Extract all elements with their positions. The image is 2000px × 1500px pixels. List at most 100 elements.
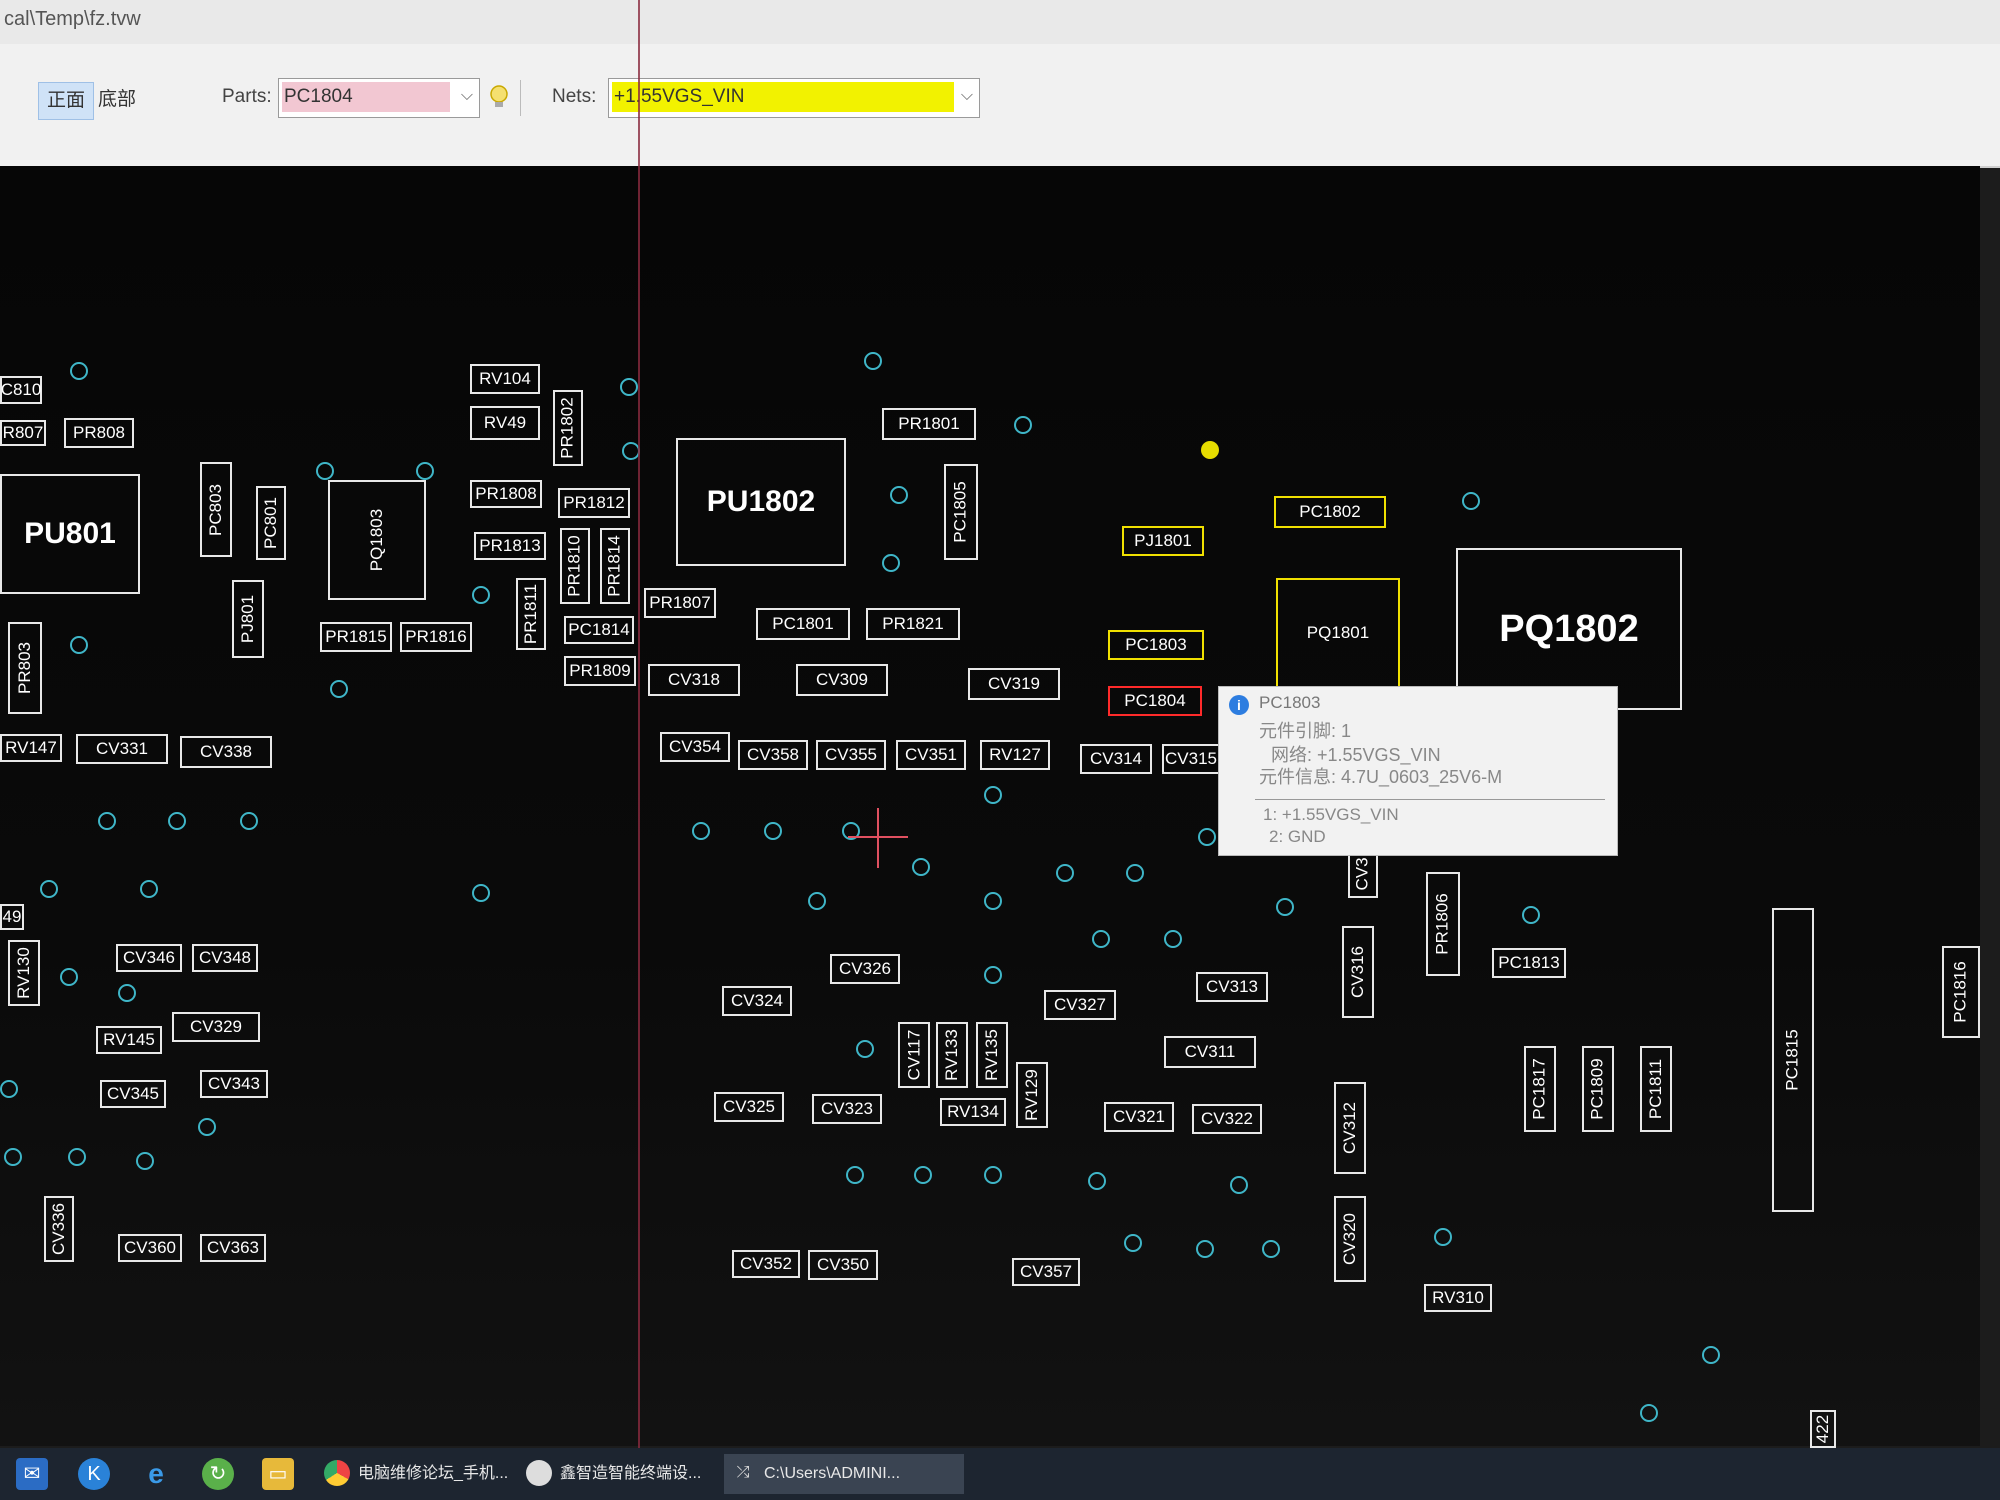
- component-cv348[interactable]: CV348: [192, 944, 258, 972]
- component-cv329[interactable]: CV329: [172, 1012, 260, 1042]
- parts-combobox[interactable]: PC1804 ⌵: [278, 78, 480, 118]
- component-rv130[interactable]: RV130: [8, 940, 40, 1006]
- component-cv309[interactable]: CV309: [796, 664, 888, 696]
- component-cv320[interactable]: CV320: [1334, 1196, 1366, 1282]
- component-pu801[interactable]: PU801: [0, 474, 140, 594]
- component-cv315[interactable]: CV315: [1162, 744, 1220, 774]
- component-pc1802[interactable]: PC1802: [1274, 496, 1386, 528]
- component-pc1809[interactable]: PC1809: [1582, 1046, 1614, 1132]
- component-r807[interactable]: R807: [0, 420, 46, 446]
- taskbar-item-explorer[interactable]: ⤮ C:\Users\ADMINI...: [724, 1454, 964, 1494]
- component-rv127[interactable]: RV127: [980, 740, 1050, 770]
- component-pr1814[interactable]: PR1814: [600, 528, 630, 604]
- component-cv324[interactable]: CV324: [722, 986, 792, 1016]
- component-pc1803[interactable]: PC1803: [1108, 630, 1204, 660]
- component-49[interactable]: 49: [0, 904, 24, 930]
- component-rv145[interactable]: RV145: [96, 1026, 162, 1054]
- component-cv117[interactable]: CV117: [898, 1022, 930, 1088]
- component-cv319[interactable]: CV319: [968, 668, 1060, 700]
- component-pc1815[interactable]: PC1815: [1772, 908, 1814, 1212]
- component-cv360[interactable]: CV360: [118, 1234, 182, 1262]
- component-pr1815[interactable]: PR1815: [320, 622, 392, 652]
- component-pc803[interactable]: PC803: [200, 462, 232, 557]
- pcb-canvas[interactable]: [0, 166, 1980, 1446]
- component-pq1801[interactable]: PQ1801: [1276, 578, 1400, 688]
- component-c810[interactable]: C810: [0, 376, 42, 404]
- component-cv325[interactable]: CV325: [714, 1092, 784, 1122]
- component-pc801[interactable]: PC801: [256, 486, 286, 560]
- component-rv129[interactable]: RV129: [1016, 1062, 1048, 1128]
- component-cv336[interactable]: CV336: [44, 1196, 74, 1262]
- component-cv326[interactable]: CV326: [830, 954, 900, 984]
- component-rv147[interactable]: RV147: [0, 734, 62, 762]
- chevron-down-icon[interactable]: ⌵: [960, 87, 973, 104]
- component-rv104[interactable]: RV104: [470, 364, 540, 394]
- component-cv345[interactable]: CV345: [100, 1080, 166, 1108]
- mail-icon[interactable]: ✉: [16, 1458, 48, 1490]
- component-cv3[interactable]: CV3: [1348, 850, 1378, 898]
- component-pr803[interactable]: PR803: [8, 622, 42, 714]
- component-rv49[interactable]: RV49: [470, 406, 540, 440]
- taskbar-item-terminal[interactable]: 鑫智造智能终端设...: [520, 1454, 750, 1494]
- component-pq1803[interactable]: PQ1803: [328, 480, 426, 600]
- component-pj801[interactable]: PJ801: [232, 580, 264, 658]
- component-cv357[interactable]: CV357: [1012, 1258, 1080, 1286]
- component-422[interactable]: 422: [1810, 1410, 1836, 1448]
- component-pc1801[interactable]: PC1801: [756, 608, 850, 640]
- component-pr1821[interactable]: PR1821: [866, 608, 960, 640]
- component-cv321[interactable]: CV321: [1104, 1102, 1174, 1132]
- component-rv135[interactable]: RV135: [976, 1022, 1008, 1088]
- component-cv312[interactable]: CV312: [1334, 1082, 1366, 1174]
- taskbar-item-chrome[interactable]: 电脑维修论坛_手机...: [318, 1454, 548, 1494]
- component-pr1806[interactable]: PR1806: [1426, 872, 1460, 976]
- component-cv358[interactable]: CV358: [738, 740, 808, 770]
- edge-icon[interactable]: e: [148, 1458, 164, 1489]
- browser-360-icon[interactable]: ↻: [202, 1458, 234, 1490]
- component-cv351[interactable]: CV351: [896, 740, 966, 770]
- component-cv311[interactable]: CV311: [1164, 1036, 1256, 1068]
- component-pr1811[interactable]: PR1811: [516, 578, 546, 650]
- component-pr1807[interactable]: PR1807: [644, 588, 716, 618]
- component-cv338[interactable]: CV338: [180, 736, 272, 768]
- component-pr1813[interactable]: PR1813: [474, 532, 546, 560]
- component-pr1802[interactable]: PR1802: [553, 390, 583, 466]
- component-pr1810[interactable]: PR1810: [560, 528, 590, 604]
- component-pr1816[interactable]: PR1816: [400, 622, 472, 652]
- component-pr1809[interactable]: PR1809: [564, 656, 636, 686]
- component-cv318[interactable]: CV318: [648, 664, 740, 696]
- chevron-down-icon[interactable]: ⌵: [460, 87, 473, 104]
- component-rv134[interactable]: RV134: [940, 1098, 1006, 1126]
- folder-icon[interactable]: ▭: [262, 1458, 294, 1490]
- component-pc1814[interactable]: PC1814: [564, 616, 634, 644]
- nets-combobox[interactable]: +1.55VGS_VIN ⌵: [608, 78, 980, 118]
- component-pc1813[interactable]: PC1813: [1492, 948, 1566, 978]
- component-pc1816[interactable]: PC1816: [1942, 946, 1980, 1038]
- component-cv343[interactable]: CV343: [200, 1070, 268, 1098]
- component-rv133[interactable]: RV133: [936, 1022, 968, 1088]
- component-pc1811[interactable]: PC1811: [1640, 1046, 1672, 1132]
- bottom-side-button[interactable]: 底部: [98, 89, 137, 110]
- component-cv327[interactable]: CV327: [1044, 990, 1116, 1020]
- lightbulb-icon[interactable]: [488, 84, 510, 110]
- component-pr808[interactable]: PR808: [64, 418, 134, 448]
- component-pr1812[interactable]: PR1812: [558, 488, 630, 518]
- component-cv314[interactable]: CV314: [1080, 744, 1152, 774]
- parts-value[interactable]: PC1804: [282, 82, 450, 112]
- component-pc1804[interactable]: PC1804: [1108, 686, 1202, 716]
- component-cv313[interactable]: CV313: [1196, 972, 1268, 1002]
- front-side-button[interactable]: 正面: [38, 82, 95, 120]
- component-cv352[interactable]: CV352: [732, 1250, 800, 1278]
- component-pr1808[interactable]: PR1808: [470, 480, 542, 508]
- component-cv350[interactable]: CV350: [808, 1250, 878, 1280]
- component-cv322[interactable]: CV322: [1192, 1104, 1262, 1134]
- component-cv316[interactable]: CV316: [1342, 926, 1374, 1018]
- component-pc1817[interactable]: PC1817: [1524, 1046, 1556, 1132]
- component-pc1805[interactable]: PC1805: [944, 464, 978, 560]
- k-app-icon[interactable]: K: [78, 1458, 110, 1490]
- component-cv331[interactable]: CV331: [76, 734, 168, 764]
- component-pj1801[interactable]: PJ1801: [1122, 526, 1204, 556]
- component-cv355[interactable]: CV355: [816, 740, 886, 770]
- nets-value[interactable]: +1.55VGS_VIN: [612, 82, 954, 112]
- component-pr1801[interactable]: PR1801: [882, 408, 976, 440]
- component-rv310[interactable]: RV310: [1424, 1284, 1492, 1312]
